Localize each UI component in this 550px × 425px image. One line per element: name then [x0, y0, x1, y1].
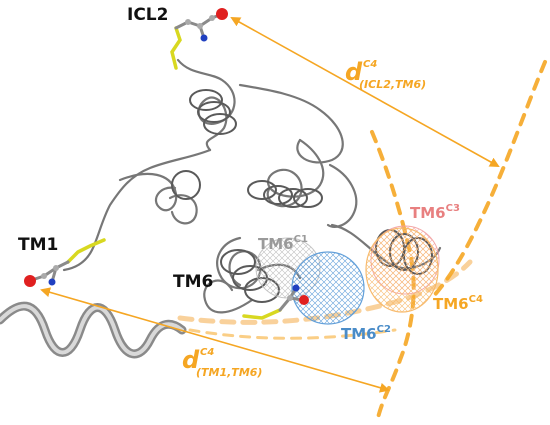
- distance-superscript: C4: [200, 347, 215, 358]
- distance-label-tm1-tm6: d C4 (TM1,TM6): [182, 348, 272, 382]
- mesh-c4: [365, 227, 439, 313]
- distance-symbol: d: [345, 58, 363, 86]
- label-icl2: ICL2: [127, 5, 169, 25]
- icl2-sidechain: [170, 8, 228, 70]
- state-label-c1: TM6C1: [258, 234, 308, 253]
- distance-symbol: d: [182, 346, 200, 374]
- mesh-c2: [291, 251, 365, 325]
- distance-arrow-tm1-tm6: [40, 287, 390, 393]
- distance-arrow-icl2-tm6: [230, 17, 500, 167]
- label-tm6: TM6: [173, 272, 214, 292]
- trajectory-curve-outer: [430, 60, 547, 300]
- label-tm1: TM1: [18, 235, 59, 255]
- distance-superscript: C4: [363, 59, 378, 70]
- distance-subscript: (ICL2,TM6): [359, 78, 427, 91]
- distance-label-icl2-tm6: d C4 (ICL2,TM6): [345, 60, 435, 94]
- tm1-sidechain: [24, 238, 106, 287]
- state-label-c3: TM6C3: [410, 203, 460, 222]
- state-label-c2: TM6C2: [341, 324, 391, 343]
- state-label-c4: TM6C4: [433, 294, 483, 313]
- distance-subscript: (TM1,TM6): [196, 366, 263, 379]
- ribbon-helix-lower: [0, 301, 187, 359]
